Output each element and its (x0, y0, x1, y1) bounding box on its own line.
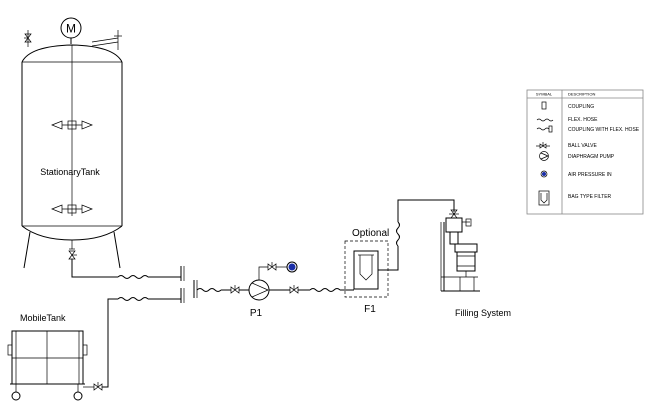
diaphragm-pump-icon (539, 151, 549, 161)
bag-type-filter-icon (538, 190, 550, 206)
legend-item-air-pressure-in: AIR PRESSURE IN (568, 172, 612, 178)
top-vent-valve-icon (24, 30, 32, 47)
stationary-tank: M (21, 17, 123, 269)
coupling-flex-hose-icon (536, 127, 550, 131)
flex-hose-icon (536, 118, 554, 122)
motor-icon: M (60, 17, 82, 44)
ball-valve-icon (536, 142, 550, 149)
filling-feed-line (378, 199, 455, 271)
air-pressure-in-icon (286, 261, 298, 273)
legend-header-symbol: SYMBAL (536, 92, 553, 97)
pump-inlet-valve-icon (230, 285, 240, 294)
air-pressure-dot (288, 263, 296, 271)
flex-hose-upper-icon (117, 275, 149, 279)
flex-hose-lower-icon (117, 297, 149, 301)
top-fitting-icon (91, 30, 122, 50)
optional-filter-section: Optional F1 (344, 228, 389, 315)
stationary-tank-label: StationaryTank (40, 167, 100, 177)
flex-hose-filter-inlet-icon (309, 288, 341, 292)
tank-outlet-valve-icon (68, 248, 77, 260)
upper-supply-line (71, 259, 185, 281)
lower-impeller-icon (51, 204, 93, 214)
filling-system: Filling System (440, 209, 511, 318)
mobile-tank: MobileTank (7, 313, 103, 401)
legend-item-bag-type-filter: BAG TYPE FILTER (568, 194, 612, 200)
legend-item-flex-hose: FLEX. HOSE (568, 117, 598, 123)
flex-hose-pump-inlet-icon (196, 288, 222, 292)
lower-supply-line (102, 288, 185, 388)
upper-impeller-icon (51, 120, 93, 130)
wheel-icon (73, 391, 83, 401)
pump-section: P1 (193, 261, 354, 319)
bag-type-filter-icon (353, 250, 379, 290)
legend-item-ball-valve: BALL VALVE (568, 143, 597, 149)
legend-item-diaphragm-pump: DIAPHRAGM PUMP (568, 154, 615, 160)
filling-system-label: Filling System (455, 308, 511, 318)
legend-item-coupling-flex-hose: COUPLING WITH FLEX. HOSE (568, 127, 640, 133)
optional-dashed-box (344, 240, 389, 298)
pump-outlet-valve-icon (289, 285, 299, 294)
legend: SYMBAL DESCRIPTION COUPLING FLEX. HOSE C… (526, 89, 644, 215)
wheel-icon (11, 391, 21, 401)
coupling-icon (541, 101, 547, 110)
pump-label: P1 (250, 308, 263, 319)
diaphragm-pump-icon (248, 279, 270, 301)
flex-hose-vertical-icon (396, 221, 400, 247)
filter-label: F1 (364, 304, 376, 315)
mobile-tank-valve-icon (93, 382, 103, 391)
air-valve-icon (267, 262, 277, 271)
legend-item-coupling: COUPLING (568, 104, 594, 110)
optional-label: Optional (352, 228, 389, 239)
legend-header-description: DESCRIPTION (568, 92, 595, 97)
motor-label: M (66, 22, 76, 36)
air-pressure-in-icon (540, 170, 548, 178)
mobile-tank-label: MobileTank (20, 313, 66, 323)
